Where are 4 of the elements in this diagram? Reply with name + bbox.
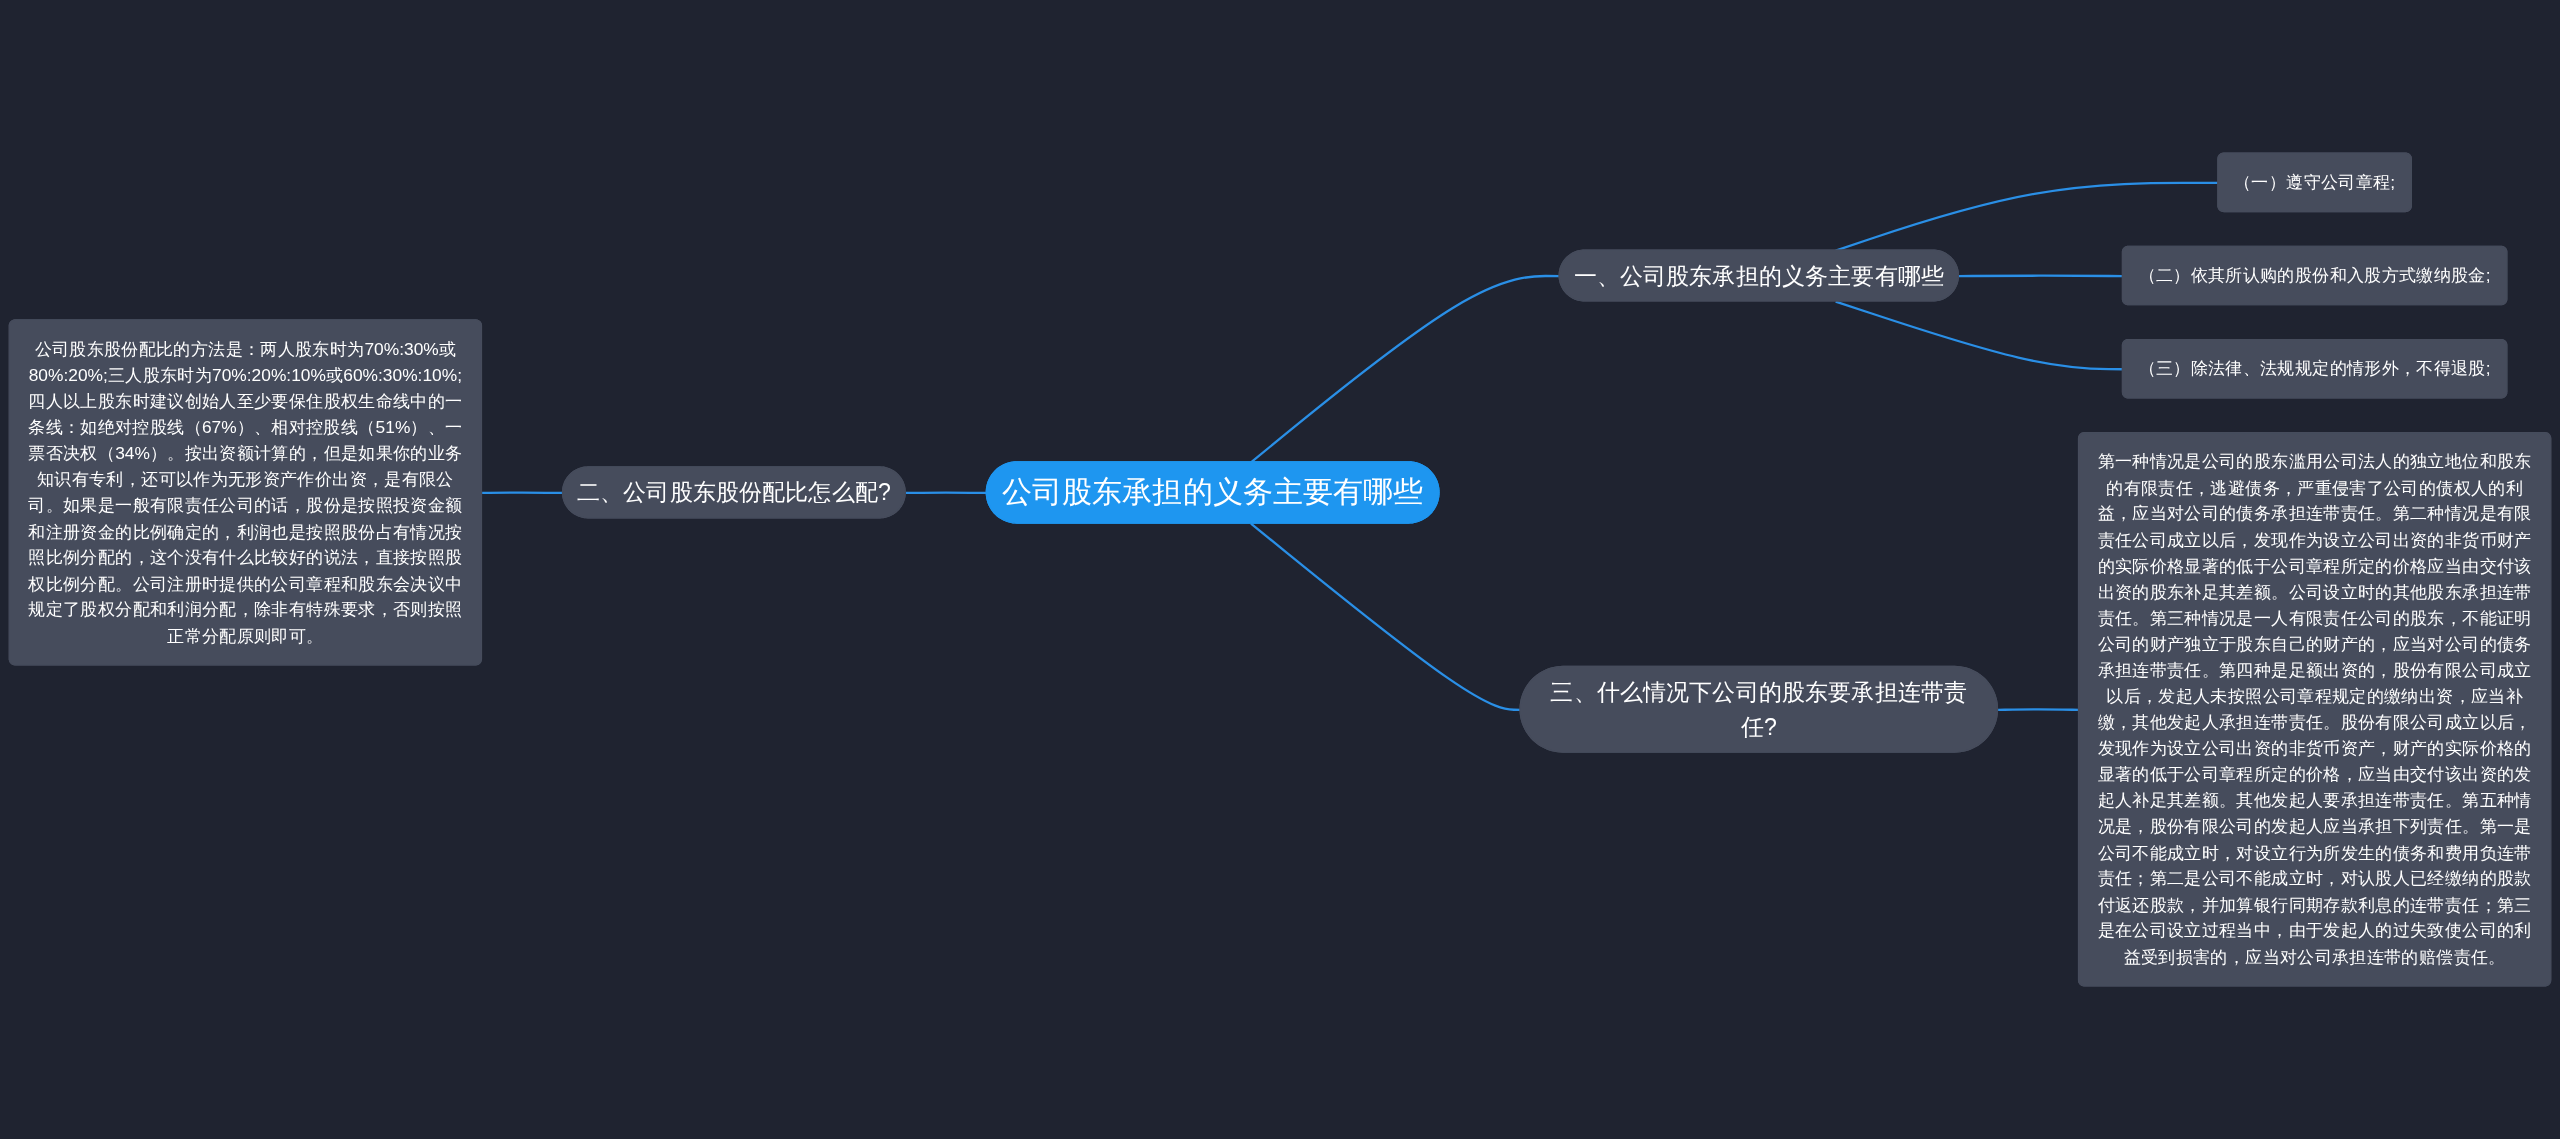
connector	[1250, 522, 1521, 711]
connector	[1835, 300, 2123, 371]
connector	[905, 491, 987, 495]
connector	[1959, 274, 2123, 278]
